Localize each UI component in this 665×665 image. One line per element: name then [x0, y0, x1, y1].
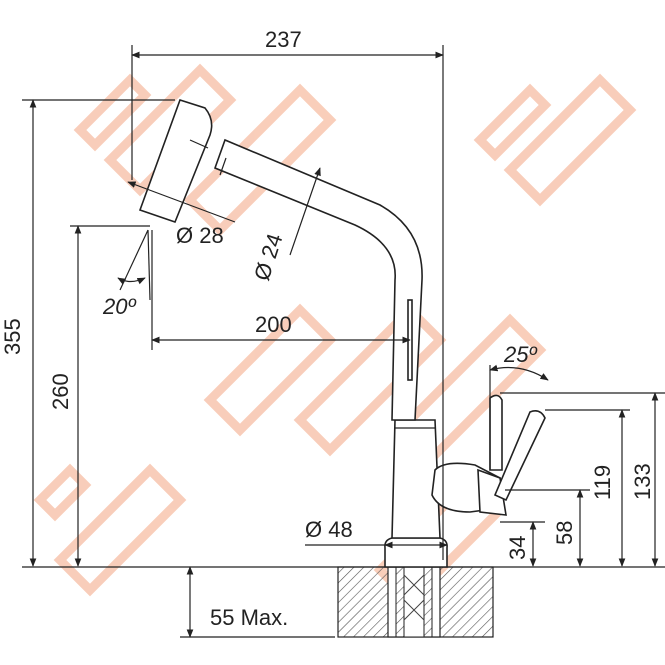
- dim-lever-angle: 25º: [503, 342, 537, 367]
- dim-total-height: 355: [0, 318, 25, 355]
- dim-lever-top: 133: [630, 463, 655, 500]
- dim-spray-diameter: Ø 28: [176, 223, 224, 248]
- dim-spout-height: 260: [48, 373, 73, 410]
- faucet-body: [138, 99, 448, 568]
- dimension-lines: [22, 45, 665, 638]
- faucet-lever: [431, 394, 546, 516]
- dim-base-gap: 34: [505, 536, 530, 560]
- dim-spout-reach: 200: [255, 312, 292, 337]
- dim-tube-diameter: Ø 24: [249, 230, 288, 283]
- dim-worktop: 55 Max.: [210, 605, 288, 630]
- dim-total-width: 237: [265, 27, 302, 52]
- dim-spray-angle: 20º: [102, 294, 136, 319]
- worktop-section: [337, 566, 494, 638]
- dim-lever-pivot: 58: [552, 521, 577, 545]
- dim-base-diameter: Ø 48: [305, 517, 353, 542]
- dim-lever-mid: 119: [590, 465, 615, 500]
